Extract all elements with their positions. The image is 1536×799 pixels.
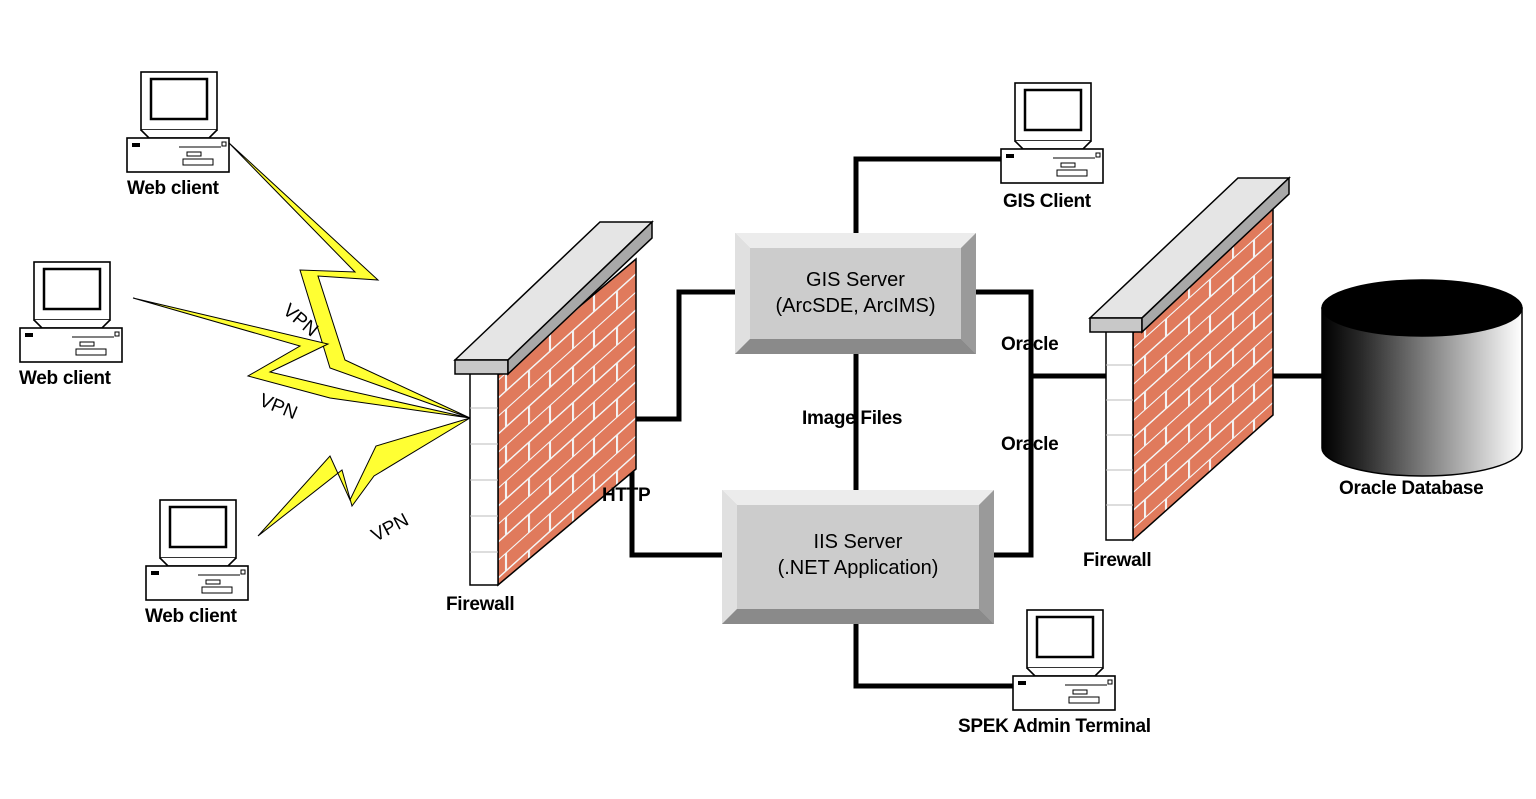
web-client-2-computer — [18, 260, 124, 364]
spek-terminal-computer — [1011, 608, 1117, 712]
link-oracle-2 — [994, 376, 1034, 558]
spek-terminal-label: SPEK Admin Terminal — [958, 716, 1151, 737]
firewall-left-label: Firewall — [446, 594, 515, 615]
gis-server-title: GIS Server — [806, 269, 905, 291]
iis-server-subtitle: (.NET Application) — [777, 557, 939, 579]
web-client-2-label: Web client — [19, 368, 111, 389]
image-files-label: Image Files — [802, 408, 903, 429]
link-gis-client — [853, 156, 1003, 233]
gis-client-computer — [999, 81, 1105, 185]
web-client-3-label: Web client — [145, 606, 237, 627]
firewall-right-label: Firewall — [1083, 550, 1152, 571]
oracle-database-cylinder — [1321, 279, 1523, 477]
link-oracle-1 — [976, 289, 1108, 379]
gis-client-label: GIS Client — [1003, 191, 1091, 212]
oracle-link-label-1: Oracle — [1001, 334, 1059, 355]
link-spek-terminal — [853, 624, 1015, 689]
iis-server-box — [722, 490, 994, 624]
web-client-1-computer — [125, 70, 231, 174]
web-client-1-label: Web client — [127, 178, 219, 199]
gis-server-box — [735, 233, 976, 354]
web-client-3-computer — [144, 498, 250, 602]
firewall-left — [453, 220, 654, 587]
firewall-right — [1088, 176, 1291, 542]
oracle-database-label: Oracle Database — [1339, 478, 1484, 499]
vpn-lightning-3 — [257, 417, 471, 537]
http-label: HTTP — [602, 485, 651, 506]
oracle-link-label-2: Oracle — [1001, 434, 1059, 455]
gis-server-subtitle: (ArcSDE, ArcIMS) — [775, 295, 936, 317]
iis-server-title: IIS Server — [813, 531, 903, 553]
